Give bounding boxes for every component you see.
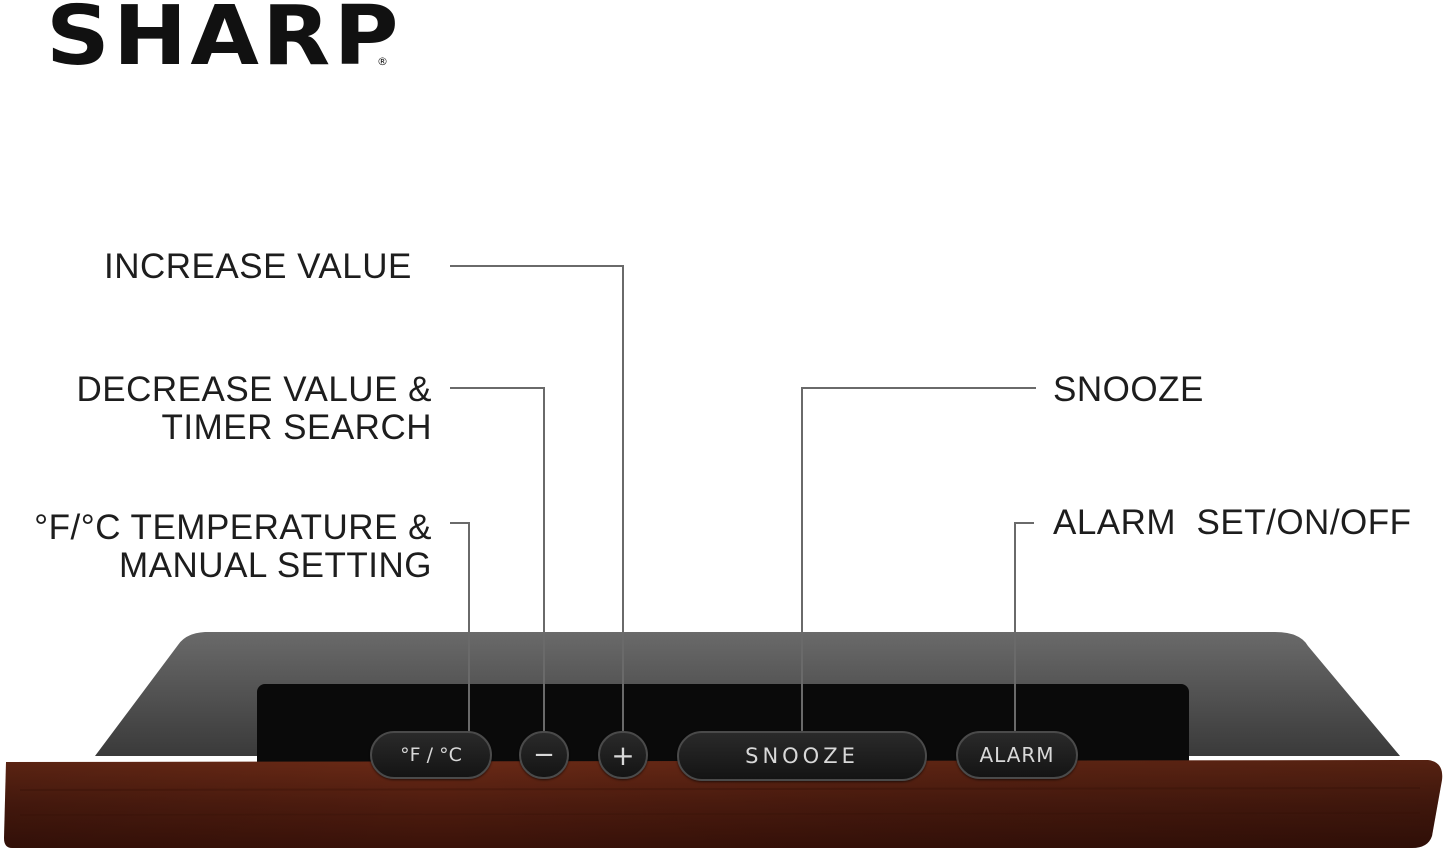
sharp-logo: SHARP	[46, 0, 402, 84]
label-temperature: °F/°C TEMPERATURE & MANUAL SETTING	[34, 509, 432, 585]
leader-alarm	[1014, 522, 1034, 732]
label-alarm: ALARM SET/ON/OFF	[1053, 503, 1412, 542]
decrease-button[interactable]: −	[519, 731, 569, 779]
increase-button[interactable]: +	[598, 731, 648, 779]
snooze-button[interactable]: SNOOZE	[677, 731, 927, 781]
leader-temp	[450, 522, 470, 732]
label-decrease-value: DECREASE VALUE & TIMER SEARCH	[76, 371, 432, 447]
label-decrease-line1: DECREASE VALUE &	[76, 370, 432, 409]
leader-decrease	[450, 387, 545, 735]
alarm-button[interactable]: ALARM	[956, 731, 1078, 779]
label-snooze: SNOOZE	[1053, 370, 1204, 409]
label-temp-line1: °F/°C TEMPERATURE &	[34, 508, 432, 547]
label-decrease-line2: TIMER SEARCH	[161, 408, 432, 447]
label-temp-line2: MANUAL SETTING	[119, 546, 432, 585]
leader-increase	[450, 265, 624, 735]
leader-snooze	[801, 387, 1036, 736]
registered-mark: ®	[377, 55, 388, 68]
label-increase-value: INCREASE VALUE	[104, 247, 412, 286]
temp-unit-button[interactable]: °F / °C	[370, 731, 492, 779]
